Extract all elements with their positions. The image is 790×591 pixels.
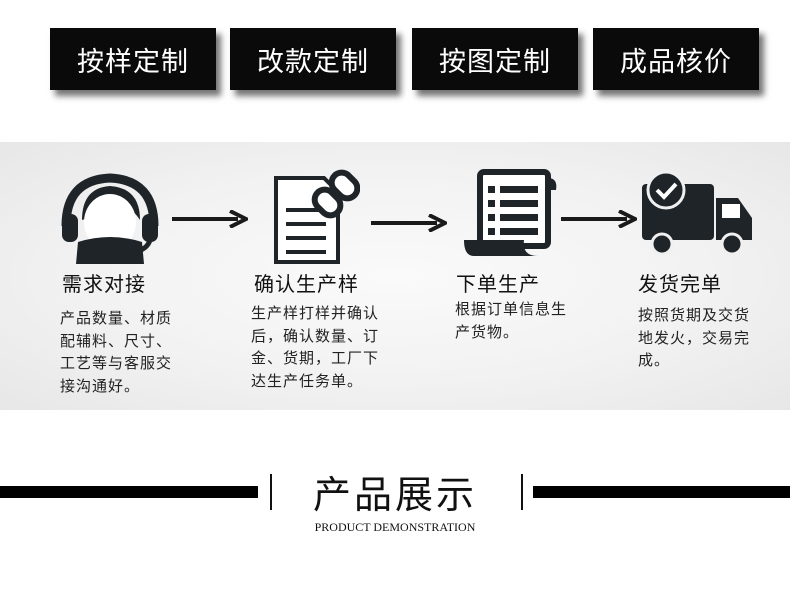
divider-bar-left (0, 486, 258, 498)
scroll-list-icon (464, 169, 557, 256)
step-description: 根据订单信息生 产货物。 (455, 298, 605, 343)
tab-label: 按图定制 (439, 46, 551, 78)
divider-bar-right (533, 486, 790, 498)
document-link-icon (274, 169, 360, 264)
tab-finished-pricing[interactable]: 成品核价 (593, 28, 759, 90)
step-title: 发货完单 (638, 272, 722, 296)
delivery-truck-check-icon (642, 170, 752, 256)
desc-line: 后，确认数量、订 (251, 326, 380, 345)
desc-line: 工艺等与客服交 (60, 354, 173, 372)
tab-drawing-custom[interactable]: 按图定制 (412, 28, 578, 90)
desc-line: 接沟通好。 (60, 376, 141, 395)
desc-line: 配辅料、尺寸、 (60, 331, 173, 350)
desc-line: 按照货期及交货 (638, 306, 751, 324)
step-title: 确认生产样 (254, 272, 359, 296)
tab-label: 成品核价 (620, 46, 732, 78)
desc-line: 成。 (638, 351, 671, 369)
tab-sample-custom[interactable]: 按样定制 (50, 28, 216, 90)
step-description: 按照货期及交货 地发火，交易完 成。 (638, 304, 788, 372)
divider-tick-right (521, 474, 523, 510)
desc-line: 地发火，交易完 (638, 328, 751, 347)
divider-tick-left (270, 474, 272, 510)
desc-line: 达生产任务单。 (251, 371, 364, 390)
desc-line: 生产样打样并确认 (251, 304, 380, 322)
section-subtitle: PRODUCT DEMONSTRATION (314, 520, 476, 534)
desc-line: 金、货期，工厂下 (251, 349, 380, 367)
step-title: 需求对接 (62, 272, 146, 296)
arrow-right-icon (172, 210, 248, 228)
section-title: 产品展示 (312, 473, 477, 517)
headset-person-icon (61, 173, 159, 264)
tab-label: 按样定制 (77, 46, 189, 78)
step-description: 产品数量、材质 配辅料、尺寸、 工艺等与客服交 接沟通好。 (60, 307, 210, 397)
desc-line: 产品数量、材质 (60, 309, 173, 327)
arrow-right-icon (561, 210, 637, 228)
desc-line: 根据订单信息生 (455, 300, 568, 318)
tab-label: 改款定制 (257, 46, 369, 78)
step-description: 生产样打样并确认 后，确认数量、订 金、货期，工厂下 达生产任务单。 (251, 302, 421, 392)
step-title: 下单生产 (456, 272, 540, 296)
arrow-right-icon (371, 214, 447, 232)
desc-line: 产货物。 (455, 322, 520, 341)
tab-modify-custom[interactable]: 改款定制 (230, 28, 396, 90)
